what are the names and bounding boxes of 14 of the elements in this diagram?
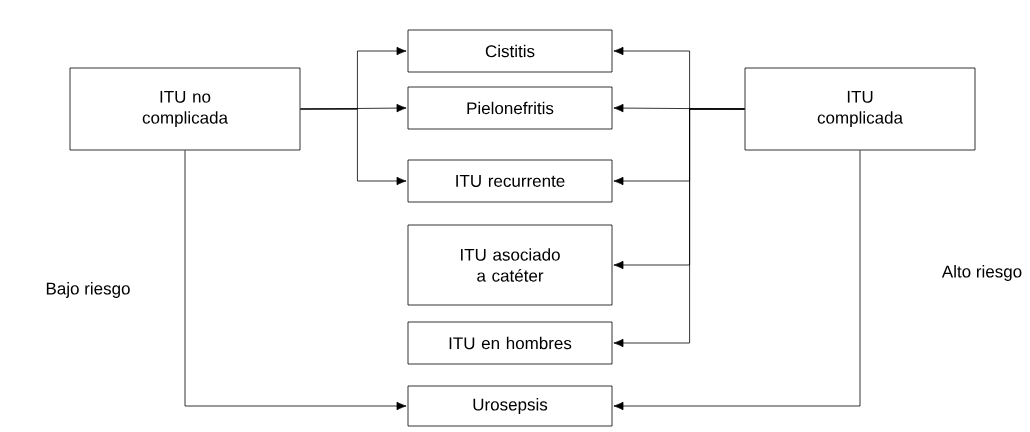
arrow [300, 108, 407, 186]
side-label: Bajo riesgo [46, 282, 130, 298]
process-box: ITU complicada [744, 67, 976, 151]
arrow [613, 150, 861, 411]
process-box: Urosepsis [407, 385, 613, 427]
process-box: ITU asociado a catéter [407, 224, 613, 306]
process-box: Pielonefritis [407, 86, 613, 130]
side-label: Alto riesgo [941, 265, 1022, 281]
process-box: ITU no complicada [69, 67, 301, 151]
process-box: Cistitis [407, 29, 613, 73]
process-box: ITU recurrente [407, 159, 613, 203]
process-box: ITU en hombres [407, 321, 613, 365]
arrow [184, 150, 407, 411]
arrow [613, 108, 745, 348]
